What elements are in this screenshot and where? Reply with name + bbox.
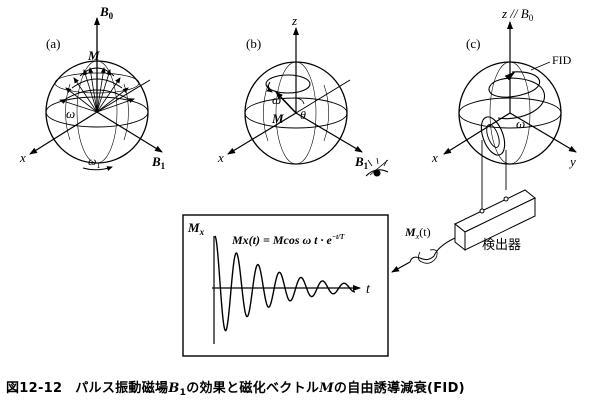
- z-label-b: z: [291, 13, 297, 28]
- x-label-a: x: [19, 150, 26, 165]
- fid-graph: Mx t Mx(t) = Mcos ω t · e−t/T: [182, 214, 389, 357]
- theta-arc-b: [295, 97, 305, 105]
- x-label-b: x: [217, 150, 224, 165]
- omega-label-a: ω: [66, 106, 75, 121]
- panel-c-tag: (c): [466, 36, 480, 51]
- y-axis-c: [509, 112, 577, 153]
- b1-axis-b: [295, 112, 363, 153]
- caption-m: M: [319, 381, 334, 396]
- graph-y-label: Mx: [187, 220, 205, 237]
- detector-box: [454, 189, 536, 252]
- theta-label-b: θ: [300, 108, 306, 122]
- precession-rays-a: [59, 66, 135, 113]
- x-label-c: x: [431, 150, 438, 165]
- y-axis-b: [295, 79, 351, 114]
- x-axis-b: [227, 112, 297, 155]
- panel-a-tag: (a): [46, 36, 60, 51]
- b1-label-b: B1: [354, 154, 369, 171]
- y-label-c: y: [568, 154, 576, 169]
- caption-b-sub: 1: [179, 388, 187, 398]
- panel-b: (b) z ω M θ x B1: [217, 13, 389, 177]
- z-b0-label-c: z // B0: [501, 6, 534, 23]
- fid-decay-curve: [214, 235, 356, 332]
- signal-cable: [409, 237, 456, 263]
- b0-label-a: B0: [99, 4, 114, 21]
- graph-frame: [182, 214, 389, 357]
- caption-number: 図12-12: [6, 381, 63, 396]
- figure-caption: 図12-12 パルス振動磁場B1の効果と磁化ベクトルMの自由誘導減衰(FID): [6, 377, 596, 401]
- caption-text-post: の自由誘導減衰(FID): [333, 381, 465, 396]
- omega-label-c: ω: [516, 116, 525, 131]
- panel-a: (a): [19, 4, 166, 171]
- cable-loop: [418, 249, 438, 264]
- graph-t-label: t: [366, 282, 371, 297]
- graph-formula: Mx(t) = Mcos ω t · e−t/T: [231, 233, 345, 247]
- m-label-b: M: [271, 111, 284, 126]
- signal-arrow: [391, 261, 411, 273]
- b1-axis-a: [96, 111, 163, 153]
- panel-b-tag: (b): [246, 36, 261, 51]
- mx-t-label: Mx(t): [404, 225, 431, 241]
- caption-text-pre: パルス振動磁場: [75, 381, 169, 396]
- detector-label: 検出器: [482, 238, 521, 253]
- caption-b: B: [168, 381, 180, 396]
- m-vector-b: [275, 91, 297, 114]
- fid-leader: [530, 61, 551, 71]
- rotation-arrow-a: [82, 166, 113, 171]
- fid-label: FID: [552, 53, 572, 67]
- caption-text-mid: の効果と磁化ベクトル: [186, 381, 320, 396]
- omega-label-b: ω: [272, 92, 281, 107]
- m-label-a: M: [87, 48, 100, 63]
- panel-c: (c) z // B0 FID ω x y: [431, 6, 577, 210]
- b1-label-a: B1: [151, 154, 166, 171]
- omega1-label-a: ω1: [88, 154, 100, 170]
- x-axis-a: [29, 111, 98, 155]
- y-axis-a: [96, 79, 151, 113]
- eye-icon: [365, 157, 389, 177]
- x-axis-c: [443, 112, 511, 155]
